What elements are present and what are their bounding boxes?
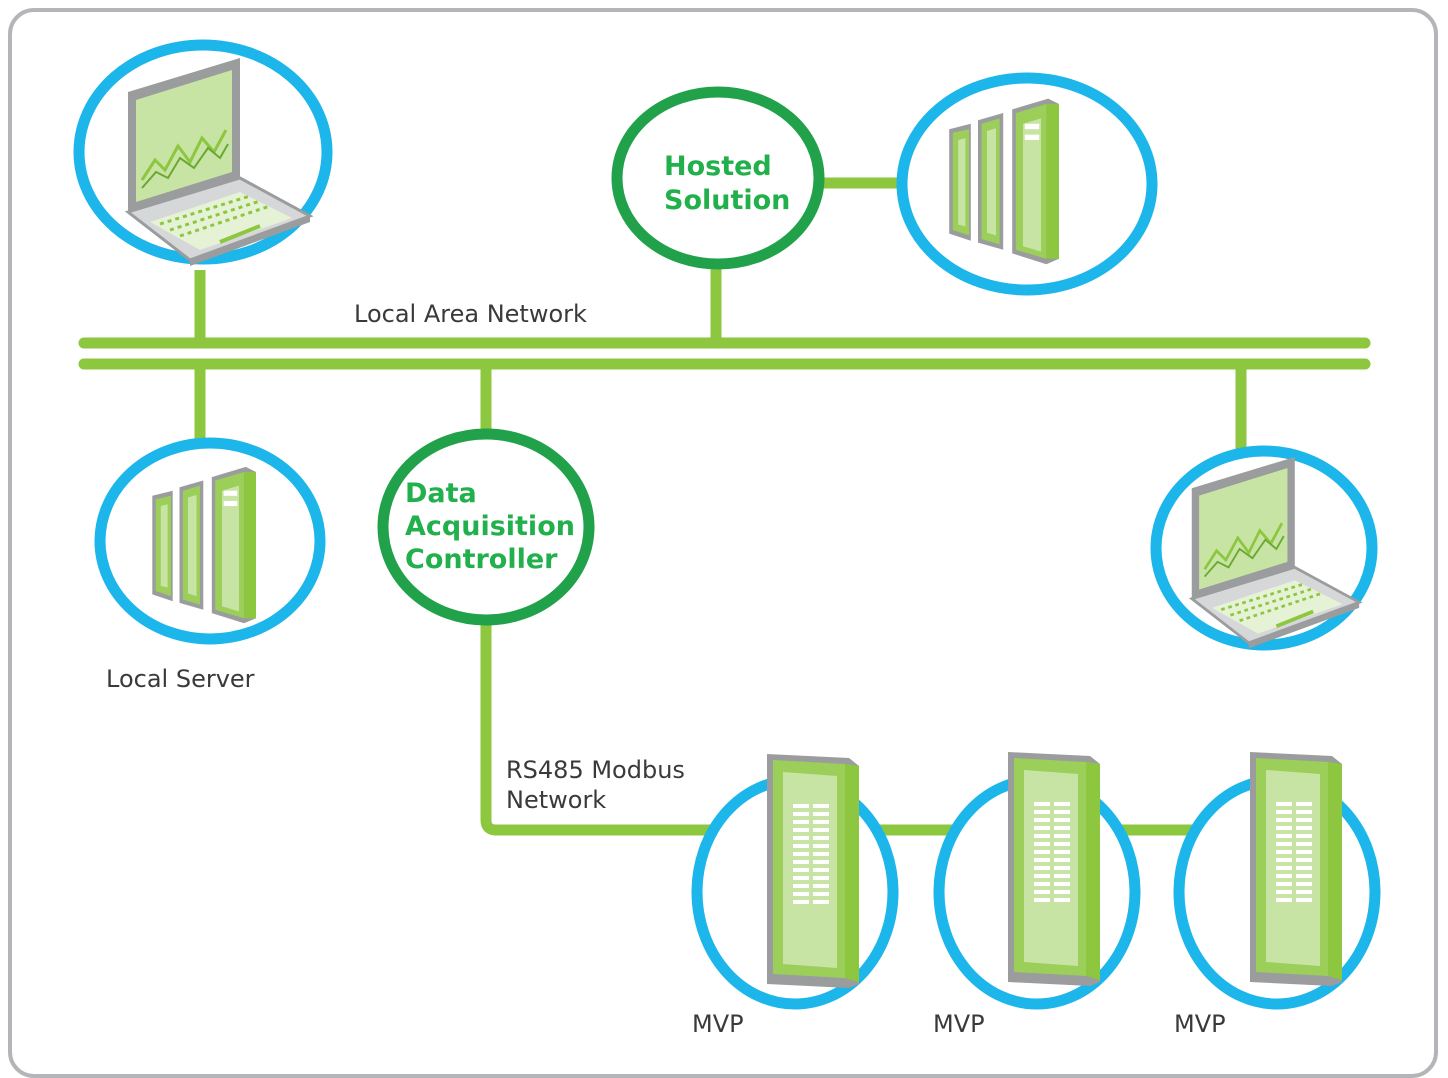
hosted-solution-title: Hosted Solution: [664, 151, 790, 216]
hosted-solution-line-2: Solution: [664, 185, 790, 216]
data-acquisition-line-1: Data: [405, 478, 477, 509]
lan-label: Local Area Network: [354, 300, 587, 328]
mvp-label-1: MVP: [692, 1010, 744, 1038]
node-rings: [377, 86, 825, 626]
mvp-label-3: MVP: [1174, 1010, 1226, 1038]
hosted-solution-ring: [611, 86, 825, 270]
modbus-label-line-1: RS485 Modbus: [506, 756, 685, 784]
data-acquisition-line-3: Controller: [405, 544, 558, 575]
data-acquisition-line-2: Acquisition: [405, 511, 575, 542]
mvp-icon-3: [1250, 752, 1342, 986]
local-server-ring: [94, 437, 326, 645]
mvp-icon-1: [767, 754, 859, 988]
modbus-line: [480, 620, 1230, 836]
data-acquisition-title: Data Acquisition Controller: [405, 478, 584, 575]
hosted-solution-line-1: Hosted: [664, 151, 772, 182]
local-server-label: Local Server: [106, 665, 255, 693]
modbus-label-line-2: Network: [506, 786, 606, 814]
modbus-label: RS485 Modbus Network: [506, 756, 693, 814]
data-acquisition-ring: [377, 428, 595, 626]
network-lines: [78, 177, 1371, 836]
mvp-icon-2: [1008, 752, 1100, 986]
mvp-label-2: MVP: [933, 1010, 985, 1038]
